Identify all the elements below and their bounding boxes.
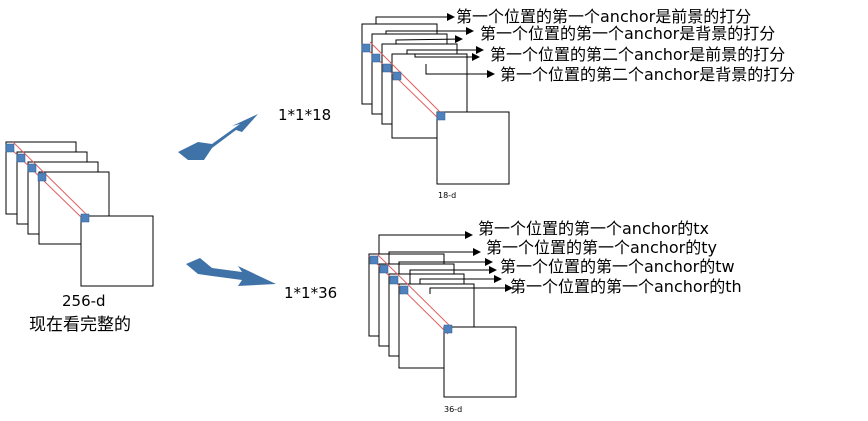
bottom-annotation-4: 第一个位置的第一个anchor的th bbox=[510, 277, 742, 296]
bottom-annotation-2: 第一个位置的第一个anchor的ty bbox=[486, 238, 717, 257]
top-score-stack bbox=[361, 23, 510, 185]
arrow-icon bbox=[178, 114, 258, 160]
cell-icon bbox=[379, 264, 389, 274]
arrow-icon bbox=[186, 258, 276, 286]
cell-icon bbox=[436, 111, 446, 121]
left-size-label: 256-d bbox=[62, 292, 106, 310]
cell-icon bbox=[382, 63, 392, 73]
cell-icon bbox=[392, 71, 402, 81]
bottom-annotation-3: 第一个位置的第一个anchor的tw bbox=[500, 257, 735, 276]
cell-icon bbox=[371, 53, 381, 63]
left-feature-stack bbox=[5, 141, 154, 287]
cell-icon bbox=[27, 163, 37, 173]
top-annotation-3: 第一个位置的第二个anchor是前景的打分 bbox=[490, 45, 785, 64]
cell-icon bbox=[443, 324, 453, 334]
cell-icon bbox=[16, 153, 26, 163]
top-depth-label: 18-d bbox=[438, 191, 456, 200]
cell-icon bbox=[80, 213, 90, 223]
cell-icon bbox=[399, 285, 409, 295]
cell-icon bbox=[5, 143, 15, 153]
bottom-depth-label: 36-d bbox=[444, 405, 462, 414]
bottom-connectors bbox=[378, 231, 513, 294]
top-annotation-4: 第一个位置的第二个anchor是背景的打分 bbox=[500, 65, 795, 84]
top-shape-label: 1*1*18 bbox=[278, 106, 331, 124]
cell-icon bbox=[361, 43, 371, 53]
cell-icon bbox=[369, 255, 379, 265]
top-connectors bbox=[375, 13, 495, 78]
cell-icon bbox=[37, 172, 47, 182]
top-annotation-2: 第一个位置的第一个anchor是背景的打分 bbox=[480, 24, 775, 43]
bottom-shape-label: 1*1*36 bbox=[284, 284, 337, 302]
cell-icon bbox=[389, 275, 399, 285]
top-annotation-1: 第一个位置的第一个anchor是前景的打分 bbox=[456, 7, 751, 26]
bottom-annotation-1: 第一个位置的第一个anchor的tx bbox=[478, 219, 709, 238]
bottom-coord-stack bbox=[368, 253, 517, 398]
left-caption: 现在看完整的 bbox=[29, 315, 131, 335]
